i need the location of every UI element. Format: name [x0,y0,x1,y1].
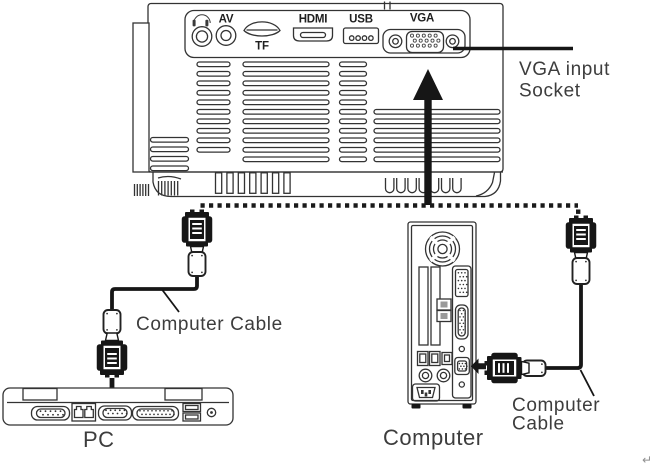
laptop-vga-port [97,405,133,421]
bottom-slats [214,172,291,194]
lan-modem-jacks [71,402,97,422]
right-foot [475,172,496,197]
vga-port [382,28,466,54]
screw-hole [458,381,466,388]
usb-label: USB [349,14,373,26]
left-edge-hatch [133,184,150,196]
paragraph-mark: ↵ [642,453,652,467]
computer-label: Computer [383,425,484,450]
power-socket [411,383,441,402]
port-panel: AV TF HDMI USB V [184,9,471,59]
ps2-ports [418,368,451,383]
usb-port [342,27,380,45]
ferrite-bead [187,251,207,277]
leader-line [579,369,595,397]
computer-cable-text-line2: Cable [512,414,565,435]
ferrite-bead [102,309,122,335]
headphone-icon [192,14,211,27]
av-jack [215,25,237,46]
pc-label: PC [83,427,115,452]
tower-vga-port [454,356,470,376]
tower-fan [424,231,461,267]
vga-label: VGA [410,13,434,25]
computer-cable-text: Computer Cable [136,314,283,335]
ferrite-bead [571,257,591,285]
vent-grid [149,61,501,172]
cable-line [542,279,583,370]
projector: AV TF HDMI USB V [132,1,504,198]
hinge-notch [164,387,203,401]
pc-laptop: PC [2,387,234,452]
left-vga-cable [96,208,213,398]
leader-line [161,288,180,313]
vga-connector-left [483,352,530,384]
tf-card-slot [243,21,281,37]
computer-cable-text-line1: Computer [512,395,600,416]
bottom-vent-bumps [384,178,462,194]
left-foot-curve [157,175,182,180]
projector-bottom [133,171,503,198]
vga-connector-down [96,332,128,379]
tower-foot [462,404,472,409]
tower-foot [411,404,421,409]
left-foot-hatch [157,181,179,196]
vga-socket-label-line2: Socket [519,81,581,102]
tower-io-strip [451,265,472,399]
dvi-port [454,268,469,298]
right-vga-cable [471,214,597,384]
projector-left-side [132,22,150,173]
parallel-port [131,405,180,421]
av-label: AV [219,14,234,26]
tower-lan-jacks [436,298,452,323]
vga-connector-up [181,208,213,255]
vga-socket-label-line1: VGA input [519,59,610,80]
laptop-ports [30,402,217,422]
computer-cable-label-right: Computer Cable [512,369,600,435]
screw-hole [458,345,466,353]
power-jack [206,407,217,418]
laptop-usb-ports [182,402,202,422]
dotted-cable-path [200,203,581,214]
hdmi-port [292,27,334,42]
audio-jack [191,26,213,47]
vga-connector-up [565,214,597,261]
hdmi-label: HDMI [299,14,328,26]
vga-socket-callout: VGA input Socket [453,46,610,102]
cable-line [110,272,199,338]
left-arrow [471,358,486,374]
db9-port [30,405,71,421]
up-arrow [413,69,443,205]
desktop-tower: Computer [383,221,484,450]
tower-usb-ports [416,350,453,367]
tower-parallel-port [454,304,469,340]
expansion-slot [418,266,429,346]
computer-cable-label-left: Computer Cable [136,288,283,335]
hinge-notch [22,387,58,401]
tf-label: TF [255,41,269,53]
